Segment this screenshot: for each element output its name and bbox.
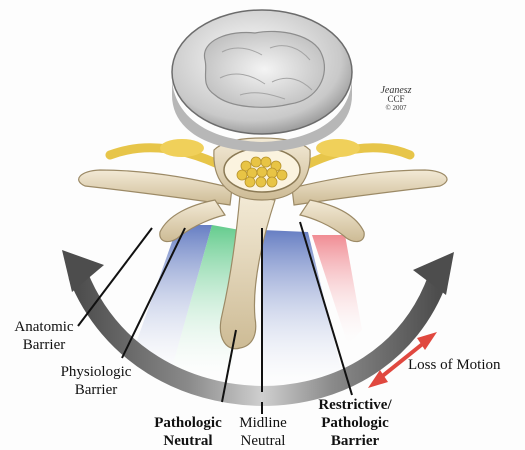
label-pathologic-neutral: Pathologic Neutral — [142, 414, 234, 450]
label-anatomic-barrier: Anatomic Barrier — [4, 318, 84, 354]
transverse-process-left — [79, 170, 232, 205]
label-physiologic-barrier: Physiologic Barrier — [44, 363, 148, 399]
signature-org: CCF — [366, 95, 426, 104]
label-restrictive-barrier: Restrictive/ Pathologic Barrier — [300, 396, 410, 450]
signature-copyright: © 2007 — [366, 104, 426, 113]
label-loss-of-motion: Loss of Motion — [408, 356, 523, 374]
artist-signature: Jeanesz CCF © 2007 — [366, 86, 426, 113]
transverse-process-right — [292, 170, 447, 205]
label-midline-neutral: Midline Neutral — [230, 414, 296, 450]
nucleus — [204, 31, 324, 107]
